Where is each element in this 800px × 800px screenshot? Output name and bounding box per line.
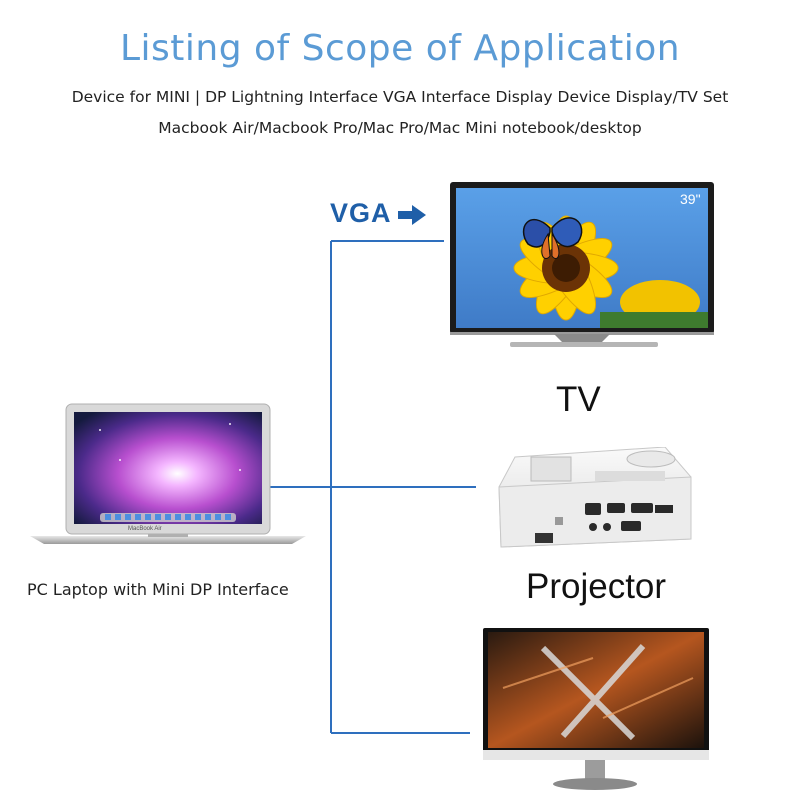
monitor-icon	[483, 628, 709, 798]
subtitle-line-1: Device for MINI | DP Lightning Interface…	[71, 88, 729, 106]
tv-size-label: 39"	[680, 191, 701, 207]
projector-icon	[495, 446, 695, 555]
laptop-icon	[30, 400, 306, 554]
subtitle-line-2: Macbook Air/Macbook Pro/Mac Pro/Mac Mini…	[158, 119, 642, 137]
laptop-brand: MacBook Air	[128, 526, 162, 532]
butterfly	[522, 217, 583, 259]
arrow-right-icon	[398, 205, 426, 225]
vga-label: VGA	[330, 198, 392, 228]
laptop-label: PC Laptop with Mini DP Interface	[27, 580, 289, 599]
tv-label: TV	[556, 380, 601, 419]
tv-icon: 39"	[450, 182, 718, 352]
projector-label: Projector	[526, 567, 667, 606]
page-title: Listing of Scope of Application	[119, 28, 681, 69]
